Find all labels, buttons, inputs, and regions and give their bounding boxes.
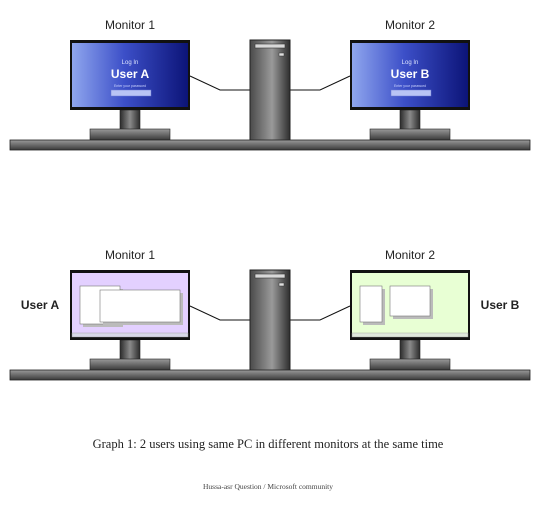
login-text: Log In — [402, 60, 419, 66]
desk — [9, 139, 531, 151]
cable-monitor1 — [189, 305, 252, 321]
monitor2-label: Monitor 2 — [385, 18, 435, 32]
monitor2: Log In User B Enter your password — [350, 40, 470, 141]
password-field — [110, 89, 152, 97]
user-b-label: User B — [481, 298, 520, 312]
login-user: User A — [111, 67, 150, 81]
monitor1 — [70, 270, 190, 371]
taskbar — [351, 332, 469, 338]
monitor1-label: Monitor 1 — [105, 18, 155, 32]
monitor1: Log In User A Enter your password — [70, 40, 190, 141]
login-prompt: Enter your password — [394, 84, 426, 88]
figure-caption: Graph 1: 2 users using same PC in differ… — [93, 437, 444, 451]
desk — [9, 369, 531, 381]
user-a-label: User A — [21, 298, 60, 312]
cable-monitor2 — [290, 75, 351, 91]
pc-tower — [249, 269, 291, 373]
monitor2-label: Monitor 2 — [385, 248, 435, 262]
monitor1-label: Monitor 1 — [105, 248, 155, 262]
app-window — [99, 289, 181, 323]
pc-tower — [249, 39, 291, 143]
bottom-scene: Monitor 1 Monitor 2 User A User B — [9, 248, 531, 381]
cable-monitor2 — [290, 305, 351, 321]
login-screen — [72, 43, 188, 107]
top-scene: Monitor 1 Monitor 2 Log In User A Enter … — [9, 18, 531, 151]
app-window — [389, 285, 431, 317]
source-credit: Hussa-asr Question / Microsoft community — [203, 482, 333, 491]
login-prompt: Enter your password — [114, 84, 146, 88]
login-screen — [352, 43, 468, 107]
login-user: User B — [391, 67, 430, 81]
app-window — [359, 285, 383, 323]
password-field — [390, 89, 432, 97]
monitor2 — [350, 270, 470, 371]
cable-monitor1 — [189, 75, 252, 91]
login-text: Log In — [122, 60, 139, 66]
taskbar — [71, 332, 189, 338]
